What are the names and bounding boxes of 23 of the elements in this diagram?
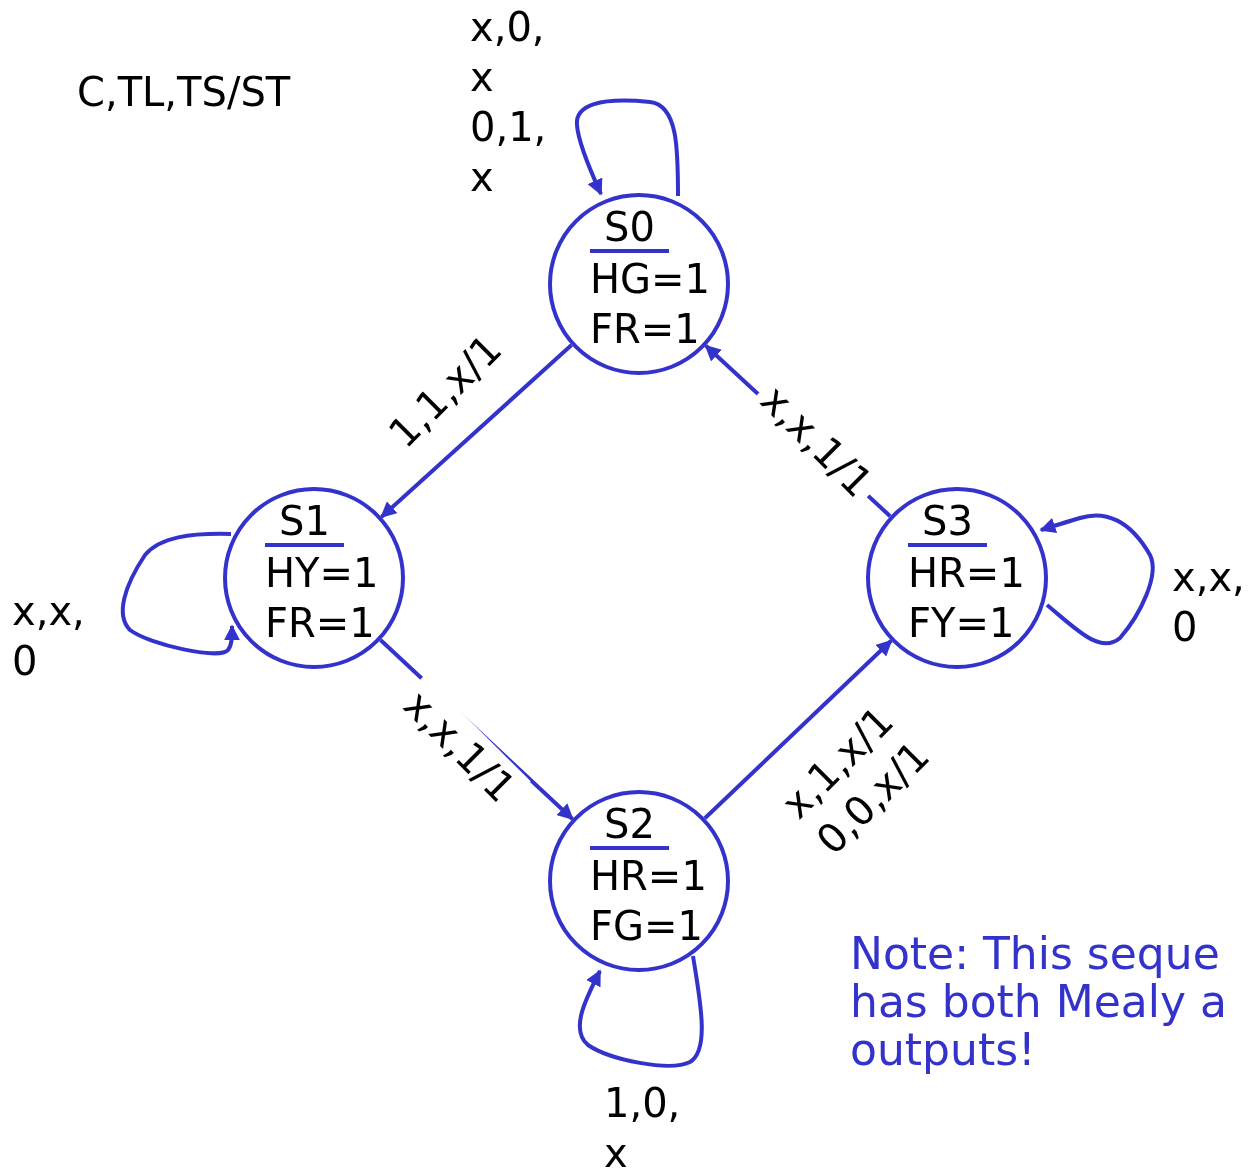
state-name: S0 — [590, 205, 669, 253]
heading-label: C,TL,TS/ST — [77, 68, 291, 116]
arrow — [703, 639, 893, 820]
output-assignment: FR=1 — [265, 599, 375, 647]
output-assignment: HR=1 — [908, 549, 1025, 597]
state-name: S2 — [590, 802, 669, 850]
state-circle — [223, 487, 405, 669]
arrow — [1039, 513, 1155, 646]
note-text: Note: This seque has both Mealy a outputs! — [850, 930, 1228, 1074]
arrow — [575, 98, 680, 196]
state-circle — [548, 193, 730, 375]
state-name: S3 — [908, 499, 987, 547]
arrow — [577, 955, 704, 1068]
output-assignment: FY=1 — [908, 599, 1015, 647]
output-assignment: HG=1 — [590, 255, 711, 303]
state-name: S1 — [265, 499, 344, 547]
output-assignment: HR=1 — [590, 852, 707, 900]
output-assignment: FR=1 — [590, 305, 700, 353]
arrow — [380, 343, 573, 519]
output-assignment: FG=1 — [590, 902, 703, 950]
output-assignment: HY=1 — [265, 549, 379, 597]
arrow — [120, 531, 240, 656]
state-circle — [548, 790, 730, 972]
